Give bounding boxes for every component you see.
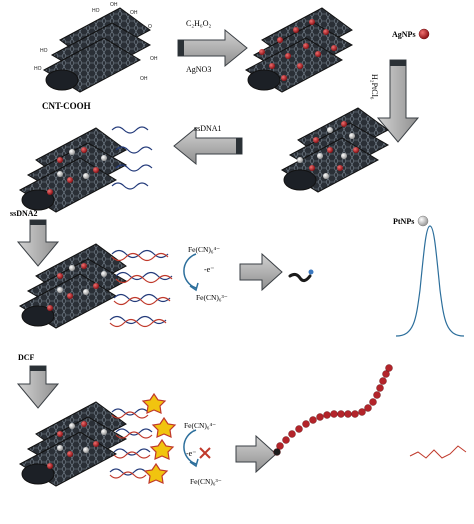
fe-top-label-2: Fe(CN)₆⁴⁻ — [184, 421, 216, 430]
redox-cycle-1 — [183, 253, 199, 292]
svg-text:O: O — [148, 24, 152, 30]
fe-top-label-1: Fe(CN)₆⁴⁻ — [188, 245, 220, 254]
ptnps-legend-ball — [417, 215, 429, 227]
cnt-cooh-tube: HO OH OH O HO HO OH OH — [34, 2, 158, 93]
agnps-legend-ball — [418, 28, 430, 40]
svg-text:HO: HO — [92, 8, 100, 14]
cnt-ag-pt-tube — [280, 107, 390, 193]
svg-text:OH: OH — [130, 10, 138, 16]
arrow-step3 — [173, 126, 243, 166]
small-signal-molecule — [288, 269, 314, 283]
svg-text:OH: OH — [110, 2, 118, 8]
high-signal-peak — [395, 225, 465, 337]
ptnps-label: PtNPs — [393, 217, 414, 226]
arrow-step7 — [235, 434, 277, 474]
polymer-chain — [273, 364, 393, 456]
ssdna2-label: ssDNA2 — [10, 209, 38, 218]
svg-text:OH: OH — [150, 56, 158, 62]
cnt-dsdna-tube — [18, 243, 173, 329]
cnt-agnps-tube — [244, 7, 354, 93]
arrow-step1 — [177, 28, 248, 68]
electron-label-1: -e⁻ — [204, 265, 214, 274]
redox-cycle-2 — [183, 429, 199, 468]
arrow-step4 — [16, 219, 60, 267]
blocked-cross-icon — [199, 447, 211, 459]
reagent-top-label: C₂H₆O₂ — [186, 19, 211, 28]
electron-label-2: -e⁻ — [186, 449, 196, 458]
reagent-bottom-label: AgNO3 — [186, 65, 211, 74]
h2ptcl6-label: H₂PtCl₆ — [370, 74, 379, 100]
low-signal-trace — [409, 445, 467, 459]
ssdna1-label: ssDNA1 — [194, 124, 222, 133]
svg-text:OH: OH — [140, 76, 148, 82]
dcf-label: DCF — [18, 353, 35, 362]
fe-bottom-label-2: Fe(CN)₆³⁻ — [190, 477, 222, 486]
cnt-cooh-label: CNT-COOH — [42, 101, 91, 111]
cnt-ssdna1-tube — [18, 126, 153, 213]
agnps-label: AgNPs — [392, 30, 416, 39]
fe-bottom-label-1: Fe(CN)₆³⁻ — [196, 293, 228, 302]
svg-text:HO: HO — [34, 66, 42, 72]
svg-text:HO: HO — [40, 48, 48, 54]
arrow-step2 — [376, 59, 420, 143]
cnt-dcf-tube — [18, 392, 177, 487]
arrow-step5 — [239, 252, 283, 292]
arrow-step6 — [16, 365, 60, 409]
